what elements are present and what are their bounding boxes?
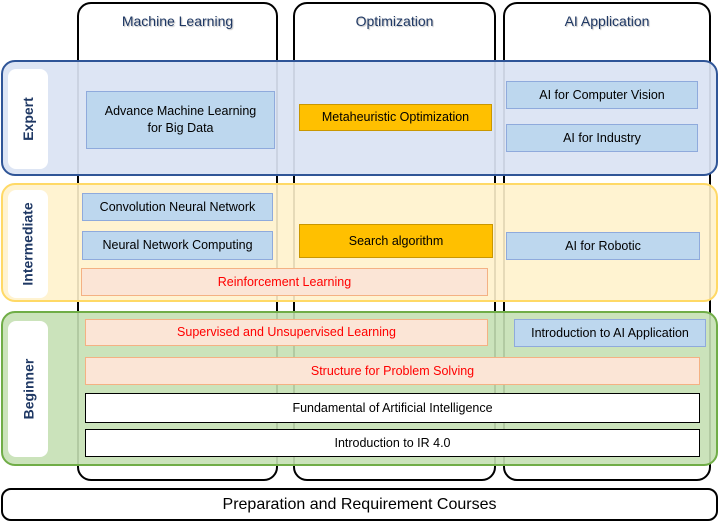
metaheuristic-optimization-box: Metaheuristic Optimization <box>299 104 492 131</box>
expert-label: Expert <box>20 97 37 141</box>
structure-problem-solving-box: Structure for Problem Solving <box>85 357 700 385</box>
supervised-unsupervised-box: Supervised and Unsupervised Learning <box>85 319 488 346</box>
fundamental-ai-box: Fundamental of Artificial Intelligence <box>85 393 700 423</box>
beginner-label: Beginner <box>20 358 36 420</box>
intermediate-label: Intermediate <box>20 202 36 286</box>
expert-label-box: Expert <box>8 69 48 169</box>
adv-ml-big-data-box: Advance Machine Learning for Big Data <box>86 91 275 149</box>
adv-ml-line1: Advance Machine Learning <box>104 104 257 119</box>
ai-industry-box: AI for Industry <box>506 124 698 152</box>
ai-robotic-box: AI for Robotic <box>506 232 700 260</box>
column-title-machine-learning: Machine Learning <box>121 13 234 29</box>
column-title-optimization: Optimization <box>355 13 434 29</box>
reinforcement-learning-box: Reinforcement Learning <box>81 268 488 296</box>
column-title-ai-application: AI Application <box>564 13 650 29</box>
beginner-label-box: Beginner <box>8 321 48 457</box>
adv-ml-line2: for Big Data <box>147 121 214 135</box>
search-algorithm-box: Search algorithm <box>299 224 493 258</box>
cnn-box: Convolution Neural Network <box>82 193 273 221</box>
preparation-requirement-box: Preparation and Requirement Courses <box>1 488 718 521</box>
ai-computer-vision-box: AI for Computer Vision <box>506 81 698 109</box>
intermediate-label-box: Intermediate <box>8 190 48 298</box>
intro-ai-application-box: Introduction to AI Application <box>514 319 706 347</box>
nn-computing-box: Neural Network Computing <box>82 231 273 260</box>
intro-ir-box: Introduction to IR 4.0 <box>85 429 700 457</box>
